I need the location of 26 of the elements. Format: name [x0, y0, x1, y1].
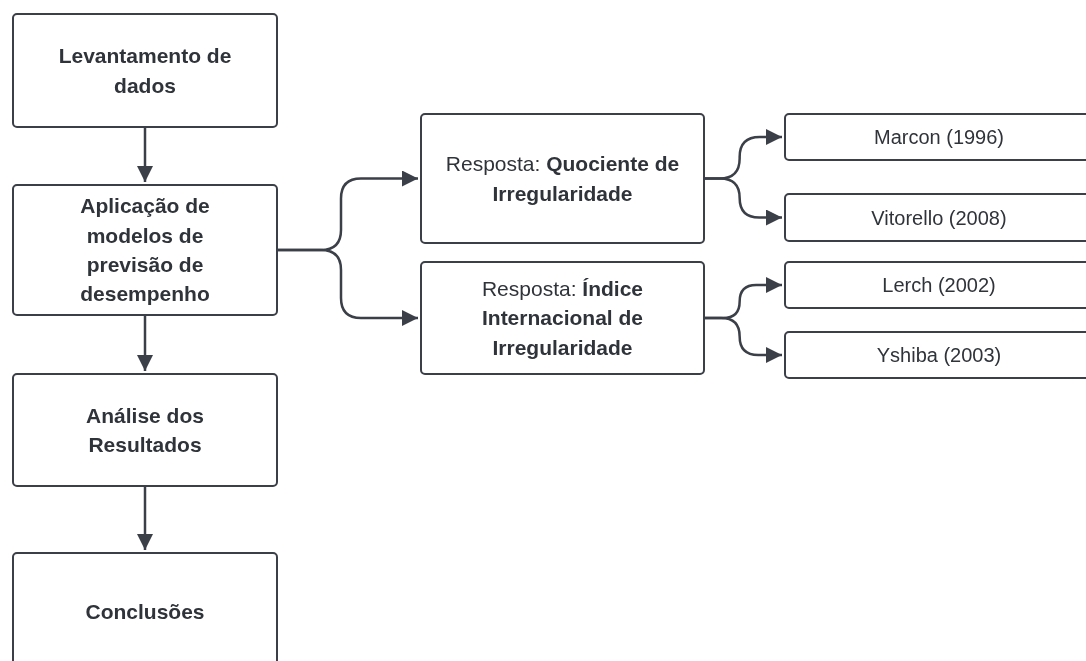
arrow [278, 248, 418, 326]
node-text: Aplicação de modelos de previsão de desempenho [79, 193, 211, 308]
process-box [420, 261, 705, 375]
node-text: Levantamento de dados [57, 43, 233, 99]
node-text: Lerch (2002) [882, 273, 996, 298]
process-box [12, 552, 278, 661]
process-box [12, 373, 278, 487]
process-box [784, 331, 1086, 379]
process-box [784, 113, 1086, 161]
node-text: Marcon (1996) [873, 125, 1005, 150]
node-text: Resposta: Índice Internacional de Irregularidade [480, 275, 645, 361]
arrow [137, 128, 153, 182]
process-box [784, 193, 1086, 242]
arrow [705, 177, 782, 226]
process-box [12, 13, 278, 128]
arrow [137, 316, 153, 371]
process-box [420, 113, 705, 244]
arrow [137, 487, 153, 550]
node-text: Conclusões [85, 599, 205, 626]
node-text: Análise dos Resultados [85, 402, 205, 458]
process-box [12, 184, 278, 316]
process-box [784, 261, 1086, 309]
node-text: Yshiba (2003) [876, 343, 1002, 368]
arrow [705, 316, 782, 363]
node-text: Resposta: Quociente de Irregularidade [444, 151, 681, 207]
node-text: Vitorello (2008) [871, 205, 1007, 231]
